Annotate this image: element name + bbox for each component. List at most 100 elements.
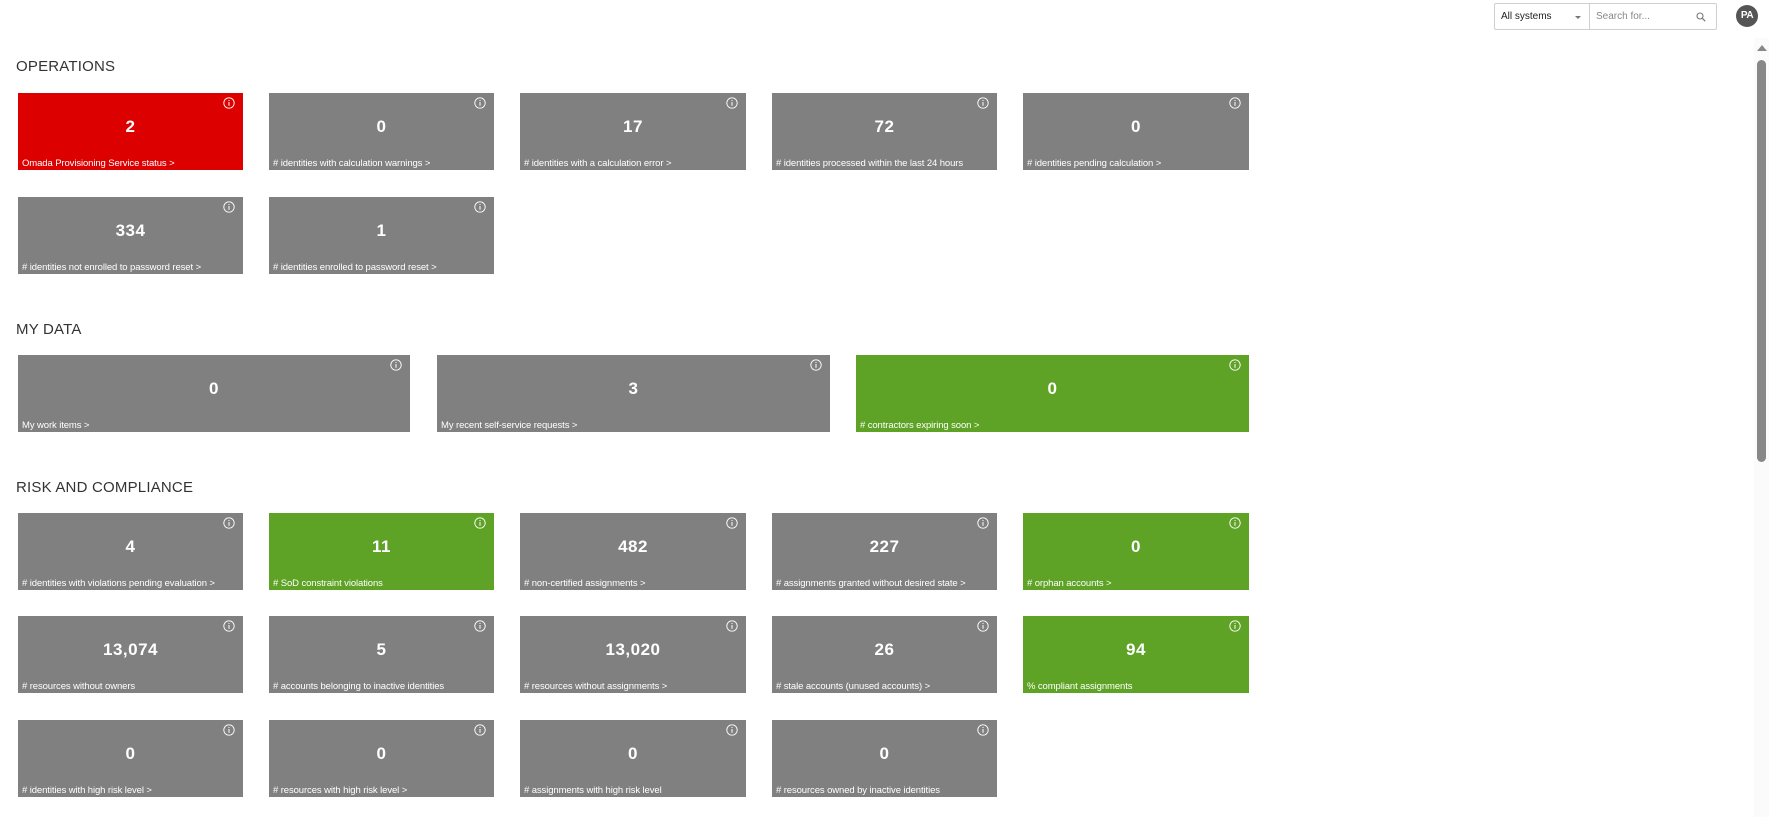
- info-icon[interactable]: [1229, 359, 1241, 371]
- info-icon[interactable]: [474, 97, 486, 109]
- tile-label[interactable]: # identities not enrolled to password re…: [22, 262, 202, 273]
- info-icon[interactable]: [977, 724, 989, 736]
- tile-label[interactable]: # identities processed within the last 2…: [776, 158, 963, 169]
- info-icon[interactable]: [977, 620, 989, 632]
- tile-label[interactable]: # identities with violations pending eva…: [22, 578, 215, 589]
- tile-label[interactable]: # non-certified assignments >: [524, 578, 646, 589]
- section-title-operations: OPERATIONS: [16, 58, 116, 75]
- search-input[interactable]: [1596, 9, 1686, 24]
- info-icon[interactable]: [474, 201, 486, 213]
- tile-value: 13,074: [103, 640, 158, 659]
- tile-label[interactable]: # resources without owners: [22, 681, 136, 692]
- search-icon[interactable]: [1696, 12, 1706, 22]
- tile-value: 17: [623, 117, 643, 136]
- section-title-my-data: MY DATA: [16, 321, 82, 338]
- tile-label[interactable]: Omada Provisioning Service status >: [22, 158, 175, 169]
- tile-resources-high-risk[interactable]: 0 # resources with high risk level >: [269, 720, 494, 797]
- tile-assignments-high-risk[interactable]: 0 # assignments with high risk level: [520, 720, 746, 797]
- tile-label[interactable]: # identities pending calculation >: [1027, 158, 1162, 169]
- tile-value: 26: [874, 640, 895, 659]
- tile-label[interactable]: # resources owned by inactive identities: [776, 785, 940, 796]
- tile-assignments-without-desired-state[interactable]: 227 # assignments granted without desire…: [772, 513, 997, 590]
- tile-stale-accounts[interactable]: 26 # stale accounts (unused accounts) >: [772, 616, 997, 693]
- tile-value: 0: [628, 744, 638, 763]
- info-icon[interactable]: [977, 97, 989, 109]
- tile-value: 4: [125, 537, 136, 556]
- info-icon[interactable]: [977, 517, 989, 529]
- tile-label[interactable]: # SoD constraint violations: [273, 578, 383, 589]
- info-icon[interactable]: [223, 201, 235, 213]
- info-icon[interactable]: [223, 620, 235, 632]
- tile-label[interactable]: My recent self-service requests >: [441, 420, 578, 431]
- info-icon[interactable]: [726, 517, 738, 529]
- tile-value: 13,020: [605, 640, 661, 659]
- system-filter-dropdown[interactable]: All systems: [1494, 3, 1589, 30]
- system-filter-value: All systems: [1501, 11, 1552, 22]
- tile-value: 482: [618, 537, 648, 556]
- tile-value: 1: [376, 221, 387, 240]
- tile-label[interactable]: # identities enrolled to password reset …: [273, 262, 437, 273]
- tile-accounts-inactive-identities[interactable]: 5 # accounts belonging to inactive ident…: [269, 616, 494, 693]
- tile-provisioning-service-status[interactable]: 2 Omada Provisioning Service status >: [18, 93, 243, 170]
- info-icon[interactable]: [726, 620, 738, 632]
- tile-label[interactable]: # orphan accounts >: [1027, 578, 1112, 589]
- info-icon[interactable]: [810, 359, 822, 371]
- tile-label[interactable]: # identities with high risk level >: [22, 785, 152, 796]
- info-icon[interactable]: [1229, 620, 1241, 632]
- tile-not-enrolled-password-reset[interactable]: 334 # identities not enrolled to passwor…: [18, 197, 243, 274]
- info-icon[interactable]: [1229, 97, 1241, 109]
- tile-label[interactable]: My work items >: [22, 420, 90, 431]
- tile-calculation-error[interactable]: 17 # identities with a calculation error…: [520, 93, 746, 170]
- tile-processed-last-24h[interactable]: 72 # identities processed within the las…: [772, 93, 997, 170]
- tile-value: 2: [125, 117, 136, 136]
- tile-resources-owned-inactive[interactable]: 0 # resources owned by inactive identiti…: [772, 720, 997, 797]
- tile-resources-without-owners[interactable]: 13,074 # resources without owners: [18, 616, 243, 693]
- tile-value: 227: [869, 537, 900, 556]
- tile-value: 0: [376, 744, 387, 763]
- info-icon[interactable]: [474, 620, 486, 632]
- tile-value: 0: [209, 379, 219, 398]
- tile-value: 0: [1047, 379, 1058, 398]
- tile-label[interactable]: # contractors expiring soon >: [860, 420, 980, 431]
- tile-pending-calculation[interactable]: 0 # identities pending calculation >: [1023, 93, 1249, 170]
- tile-compliant-assignments[interactable]: 94 % compliant assignments: [1023, 616, 1249, 693]
- tile-label[interactable]: # assignments with high risk level: [524, 785, 662, 796]
- tile-sod-constraint-violations[interactable]: 11 # SoD constraint violations: [269, 513, 494, 590]
- section-title-risk-and-compliance: RISK AND COMPLIANCE: [16, 479, 194, 496]
- info-icon[interactable]: [223, 97, 235, 109]
- tile-my-work-items[interactable]: 0 My work items >: [18, 355, 410, 432]
- tile-label[interactable]: # identities with a calculation error >: [524, 158, 672, 169]
- tile-contractors-expiring[interactable]: 0 # contractors expiring soon >: [856, 355, 1249, 432]
- tile-label[interactable]: # resources without assignments >: [524, 681, 668, 692]
- tile-resources-without-assignments[interactable]: 13,020 # resources without assignments >: [520, 616, 746, 693]
- info-icon[interactable]: [390, 359, 402, 371]
- info-icon[interactable]: [726, 724, 738, 736]
- info-icon[interactable]: [1229, 517, 1241, 529]
- user-avatar[interactable]: PA: [1736, 5, 1758, 27]
- search-box[interactable]: [1589, 3, 1717, 30]
- tile-identities-high-risk[interactable]: 0 # identities with high risk level >: [18, 720, 243, 797]
- tile-self-service-requests[interactable]: 3 My recent self-service requests >: [437, 355, 830, 432]
- tile-label[interactable]: # identities with calculation warnings >: [273, 158, 431, 169]
- tile-violations-pending-evaluation[interactable]: 4 # identities with violations pending e…: [18, 513, 243, 590]
- tile-non-certified-assignments[interactable]: 482 # non-certified assignments >: [520, 513, 746, 590]
- scrollbar-thumb[interactable]: [1757, 60, 1766, 462]
- tile-label[interactable]: % compliant assignments: [1027, 681, 1133, 692]
- tile-value: 334: [115, 221, 146, 240]
- info-icon[interactable]: [474, 517, 486, 529]
- tile-label[interactable]: # accounts belonging to inactive identit…: [273, 681, 445, 692]
- tile-label[interactable]: # stale accounts (unused accounts) >: [776, 681, 931, 692]
- tile-value: 0: [1131, 117, 1141, 136]
- tile-value: 5: [376, 640, 387, 659]
- scroll-up-arrow-icon[interactable]: [1757, 45, 1767, 51]
- tile-calculation-warnings[interactable]: 0 # identities with calculation warnings…: [269, 93, 494, 170]
- info-icon[interactable]: [726, 97, 738, 109]
- tile-label[interactable]: # resources with high risk level >: [273, 785, 408, 796]
- info-icon[interactable]: [474, 724, 486, 736]
- tile-value: 0: [879, 744, 890, 763]
- tile-enrolled-password-reset[interactable]: 1 # identities enrolled to password rese…: [269, 197, 494, 274]
- tile-label[interactable]: # assignments granted without desired st…: [776, 578, 966, 589]
- tile-orphan-accounts[interactable]: 0 # orphan accounts >: [1023, 513, 1249, 590]
- info-icon[interactable]: [223, 724, 235, 736]
- info-icon[interactable]: [223, 517, 235, 529]
